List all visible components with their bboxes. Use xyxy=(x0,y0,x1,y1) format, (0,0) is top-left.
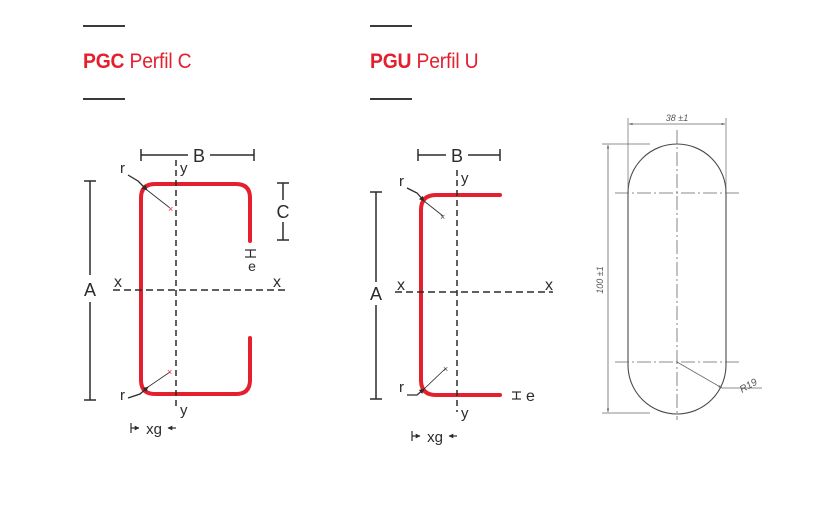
pgu-name: Perfil U xyxy=(416,50,479,73)
pgc-name: Perfil C xyxy=(129,50,192,73)
slot-outline xyxy=(627,143,727,415)
pgc-title: PGC Perfil C xyxy=(83,50,192,74)
pgc-section-shape xyxy=(139,182,252,396)
slot-drawing: 38 ±1 100 ±1 R19 xyxy=(595,113,762,420)
pgc-dim-c: C xyxy=(277,202,290,222)
pgc-r-bottom: r xyxy=(120,387,125,404)
pgu-title: PGU Perfil U xyxy=(370,50,479,74)
pgu-bottom-rule xyxy=(370,98,412,100)
pgu-top-rule xyxy=(370,25,412,27)
pgc-top-rule xyxy=(83,25,125,27)
pgc-bottom-rule xyxy=(83,98,125,100)
pgu-x-right: x xyxy=(545,277,553,294)
pgu-r-top: r xyxy=(399,173,404,190)
pgu-y-bottom: y xyxy=(461,405,469,422)
pgc-x-right: x xyxy=(273,274,281,291)
pgu-dim-e: e xyxy=(526,388,535,405)
svg-text:×: × xyxy=(168,204,173,214)
slot-width-label: 38 ±1 xyxy=(666,113,688,123)
pgc-x-left: x xyxy=(114,274,122,291)
pgu-dim-xg: xg xyxy=(427,429,443,446)
pgu-profile: A B r × r × e x x y y xg xyxy=(370,146,553,446)
pgc-dim-xg: xg xyxy=(146,421,162,438)
pgu-r-bottom: r xyxy=(399,379,404,396)
pgc-code: PGC xyxy=(83,50,125,73)
pgu-dim-a: A xyxy=(370,284,382,304)
pgc-r-top: r xyxy=(120,160,125,177)
pgc-dim-a: A xyxy=(84,280,96,300)
svg-text:×: × xyxy=(167,367,172,377)
slot-radius-label: R19 xyxy=(738,377,760,396)
pgu-code: PGU xyxy=(370,50,412,73)
pgu-section-shape xyxy=(419,193,502,397)
pgc-profile: A B C e r × r × x x y y x xyxy=(84,146,290,438)
svg-text:×: × xyxy=(440,212,445,222)
slot-height-label: 100 ±1 xyxy=(595,266,605,293)
pgc-dim-b: B xyxy=(193,146,205,166)
pgu-y-top: y xyxy=(461,170,469,187)
pgc-dim-e: e xyxy=(248,258,256,274)
svg-text:×: × xyxy=(443,364,448,374)
pgc-y-top: y xyxy=(180,160,188,177)
pgu-dim-b: B xyxy=(451,146,463,166)
pgc-y-bottom: y xyxy=(180,402,188,419)
pgu-x-left: x xyxy=(397,277,405,294)
